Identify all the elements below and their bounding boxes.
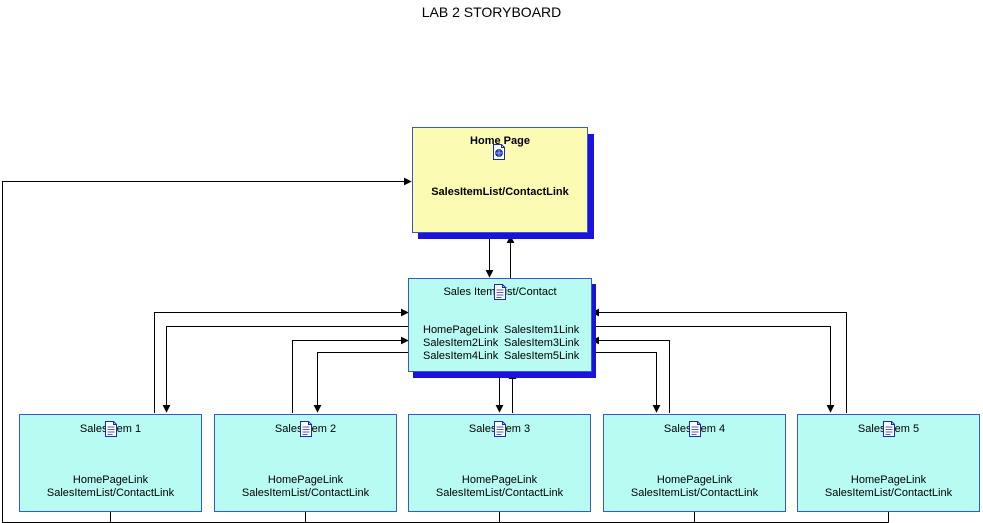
sales-item-3-box: Sales Item 3 HomePageLink SalesItemList/… — [408, 414, 591, 512]
connector-item2-to-list — [292, 336, 409, 413]
home-page-title: Home Page — [470, 135, 530, 147]
link-homepage: HomePageLink — [423, 324, 499, 336]
connector-item5-to-list — [591, 308, 847, 413]
sales-item-list-link: SalesItemList/ContactLink — [630, 487, 759, 499]
document-icon — [300, 421, 312, 437]
sales-item-4-box: Sales Item 4 HomePageLink SalesItemList/… — [603, 414, 786, 512]
link-sales-item2: SalesItem2Link — [423, 337, 499, 349]
home-page-link: SalesItemList/ContactLink — [431, 186, 569, 198]
connector-list-to-item1 — [162, 326, 408, 413]
sales-item-1-box: Sales Item 1 HomePageLink SalesItemList/… — [19, 414, 202, 512]
link-sales-item4: SalesItem4Link — [423, 350, 499, 362]
document-icon — [494, 421, 506, 437]
home-page-box: Home Page SalesItemList/ContactLink — [412, 127, 588, 233]
sales-item-list-link: SalesItemList/ContactLink — [435, 487, 564, 499]
sales-item-5-box: Sales Item 5 HomePageLink SalesItemList/… — [797, 414, 980, 512]
link-sales-item5: SalesItem5Link — [504, 350, 580, 362]
document-icon — [883, 421, 895, 437]
connector-item1-to-list — [154, 308, 409, 413]
sales-item-list-link: SalesItemList/ContactLink — [46, 487, 175, 499]
homepage-link: HomePageLink — [72, 474, 149, 486]
connector-list-to-item2 — [313, 352, 408, 413]
connector-list-to-item4 — [592, 352, 661, 413]
diagram-title: LAB 2 STORYBOARD — [421, 4, 562, 20]
sales-item-list-link: SalesItemList/ContactLink — [241, 487, 370, 499]
homepage-link: HomePageLink — [267, 474, 344, 486]
connector-list-to-item5 — [592, 326, 835, 413]
link-sales-item3: SalesItem3Link — [504, 337, 580, 349]
connector-bus — [110, 512, 889, 523]
homepage-link: HomePageLink — [850, 474, 927, 486]
sales-item-list-link: SalesItemList/ContactLink — [824, 487, 953, 499]
sales-item-2-box: Sales Item 2 HomePageLink SalesItemList/… — [214, 414, 397, 512]
sales-item-list-box: Sales Item List/Contact HomePageLink Sal… — [408, 278, 592, 372]
globe-document-icon — [493, 144, 505, 160]
homepage-link: HomePageLink — [656, 474, 733, 486]
document-icon — [105, 421, 117, 437]
document-icon — [689, 421, 701, 437]
link-sales-item1: SalesItem1Link — [504, 324, 580, 336]
homepage-link: HomePageLink — [461, 474, 538, 486]
connector-item4-to-list — [591, 336, 670, 413]
document-icon — [494, 284, 506, 300]
